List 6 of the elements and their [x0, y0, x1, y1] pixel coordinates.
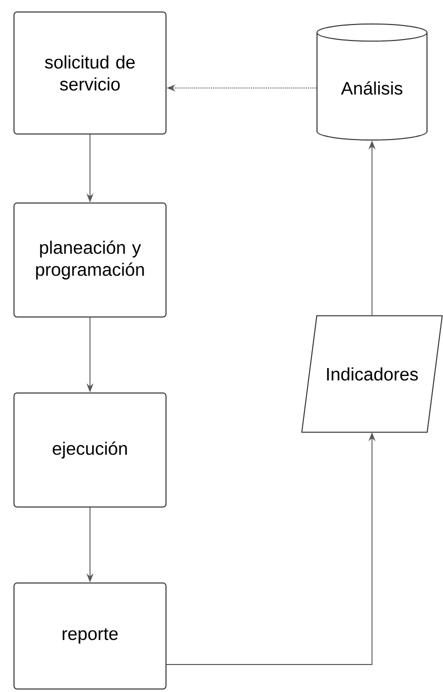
process-box: reporte [14, 582, 166, 690]
process-box: solicitud de servicio [14, 12, 166, 134]
process-box: planeación y programación [14, 202, 166, 318]
data-parallelogram: Indicadores [301, 315, 443, 433]
database-cylinder: Análisis [316, 23, 428, 140]
process-box: ejecución [14, 392, 166, 508]
